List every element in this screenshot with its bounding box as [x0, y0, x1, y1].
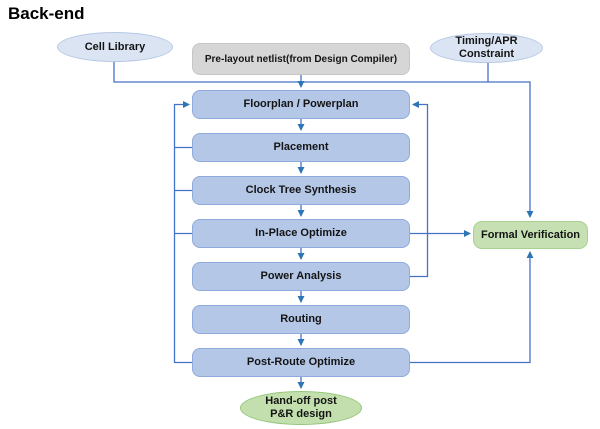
- node-cell-library: Cell Library: [57, 32, 173, 62]
- connector-postroute-to-formal-verification: [410, 251, 534, 364]
- connector-sources-to-formal-verification: [113, 62, 534, 218]
- connector-feedback-left-to-floorplan: [173, 101, 192, 364]
- flow-step-routing: Routing: [192, 305, 410, 334]
- flow-step-in-place-optimize: In-Place Optimize: [192, 219, 410, 248]
- flow-step-clock-tree-synthesis: Clock Tree Synthesis: [192, 176, 410, 205]
- node-handoff-post-pr-design: Hand-off post P&R design: [240, 391, 362, 425]
- diagram-title: Back-end: [8, 4, 85, 23]
- flow-step-floorplan-powerplan: Floorplan / Powerplan: [192, 90, 410, 119]
- connector-power-analysis-to-floorplan: [410, 101, 429, 278]
- flow-step-post-route-optimize: Post-Route Optimize: [192, 348, 410, 377]
- flow-step-placement: Placement: [192, 133, 410, 162]
- node-timing-apr-constraint: Timing/APR Constraint: [430, 33, 543, 63]
- flow-step-power-analysis: Power Analysis: [192, 262, 410, 291]
- node-formal-verification: Formal Verification: [473, 221, 588, 249]
- node-prelayout-netlist: Pre-layout netlist(from Design Compiler): [192, 43, 410, 75]
